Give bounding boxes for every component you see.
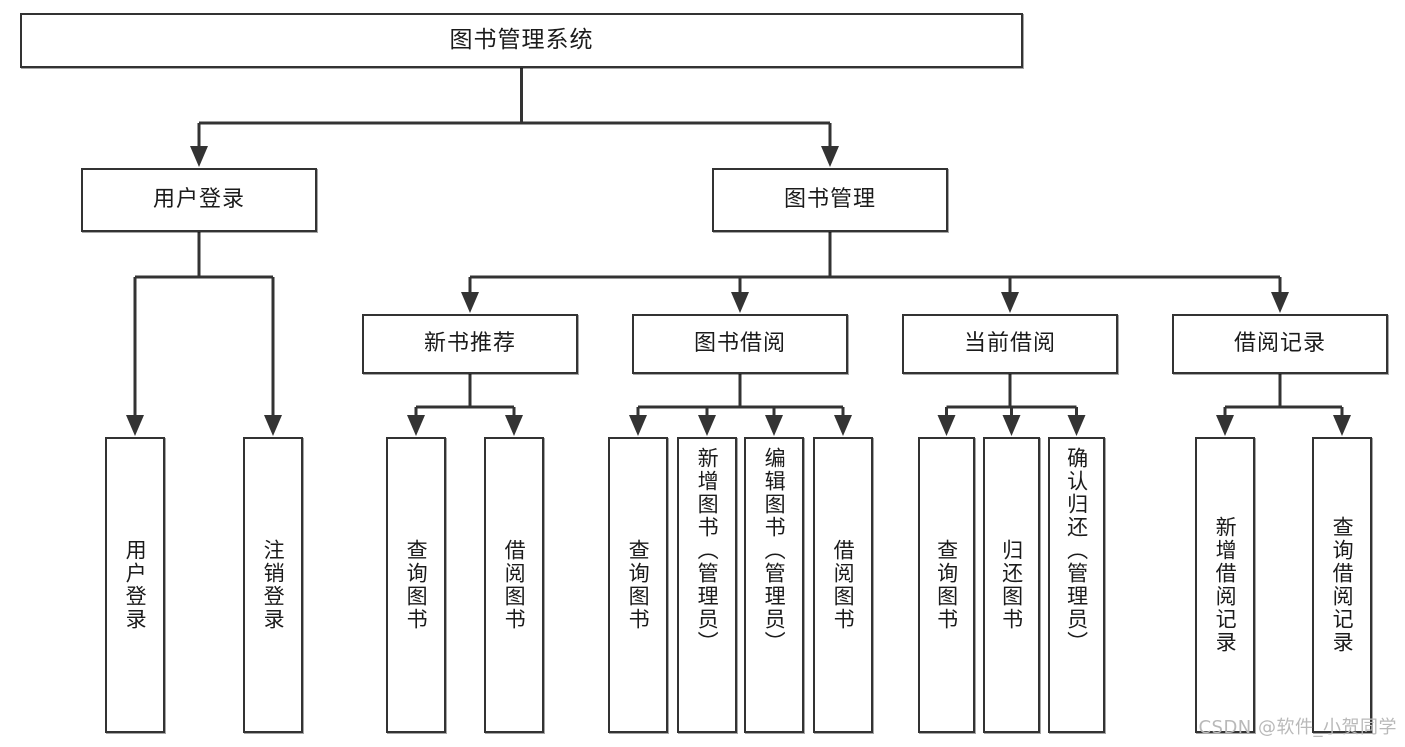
node-leaf-add-book[interactable]: 新增图书（管理员） bbox=[677, 437, 737, 733]
node-label: 查询图书 bbox=[934, 539, 959, 631]
arrowhead bbox=[461, 292, 479, 313]
arrowhead bbox=[1216, 415, 1234, 436]
arrowhead bbox=[1333, 415, 1351, 436]
node-leaf-edit-book[interactable]: 编辑图书（管理员） bbox=[744, 437, 804, 733]
watermark: CSDN @软件_小贺同学 bbox=[1198, 717, 1397, 738]
node-leaf-user-logout[interactable]: 注销登录 bbox=[243, 437, 303, 733]
node-book-borrow[interactable]: 图书借阅 bbox=[632, 314, 848, 374]
node-leaf-confirm-return[interactable]: 确认归还（管理员） bbox=[1048, 437, 1105, 733]
node-borrow-record[interactable]: 借阅记录 bbox=[1172, 314, 1388, 374]
node-leaf-query-book-3[interactable]: 查询图书 bbox=[918, 437, 975, 733]
node-user-login[interactable]: 用户登录 bbox=[81, 168, 317, 232]
arrowhead bbox=[731, 292, 749, 313]
node-current-borrow[interactable]: 当前借阅 bbox=[902, 314, 1118, 374]
arrowhead bbox=[765, 415, 783, 436]
node-leaf-return-book[interactable]: 归还图书 bbox=[983, 437, 1040, 733]
node-label: 查询借阅记录 bbox=[1330, 516, 1355, 654]
arrowhead bbox=[937, 415, 956, 436]
node-leaf-borrow-book-1[interactable]: 借阅图书 bbox=[484, 437, 544, 733]
arrowhead bbox=[1001, 292, 1019, 313]
node-label: 编辑图书（管理员） bbox=[762, 447, 787, 654]
node-label: 新增图书（管理员） bbox=[695, 447, 720, 654]
node-label: 借阅图书 bbox=[502, 539, 527, 631]
node-book-manage[interactable]: 图书管理 bbox=[712, 168, 948, 232]
node-root[interactable]: 图书管理系统 bbox=[20, 13, 1023, 68]
node-label: 新增借阅记录 bbox=[1213, 516, 1238, 654]
node-leaf-add-record[interactable]: 新增借阅记录 bbox=[1195, 437, 1255, 733]
node-leaf-query-book-2[interactable]: 查询图书 bbox=[608, 437, 668, 733]
node-label: 确认归还（管理员） bbox=[1064, 447, 1089, 654]
node-leaf-query-book-1[interactable]: 查询图书 bbox=[386, 437, 446, 733]
node-label: 查询图书 bbox=[404, 539, 429, 631]
arrowhead bbox=[629, 415, 647, 436]
arrowhead bbox=[1271, 292, 1289, 313]
arrowhead bbox=[1002, 415, 1021, 436]
arrowhead bbox=[126, 415, 144, 436]
node-leaf-borrow-book-2[interactable]: 借阅图书 bbox=[813, 437, 873, 733]
arrowhead bbox=[505, 415, 523, 436]
arrowhead bbox=[264, 415, 282, 436]
arrowhead bbox=[834, 415, 852, 436]
node-leaf-user-login[interactable]: 用户登录 bbox=[105, 437, 165, 733]
arrowhead bbox=[1067, 415, 1086, 436]
arrowhead bbox=[407, 415, 425, 436]
node-label: 注销登录 bbox=[261, 539, 286, 631]
node-label: 查询图书 bbox=[626, 539, 651, 631]
arrowhead bbox=[821, 146, 839, 167]
node-label: 借阅图书 bbox=[831, 539, 856, 631]
arrowhead bbox=[190, 146, 208, 167]
node-leaf-query-record[interactable]: 查询借阅记录 bbox=[1312, 437, 1372, 733]
node-label: 归还图书 bbox=[999, 539, 1024, 631]
node-new-book-rec[interactable]: 新书推荐 bbox=[362, 314, 578, 374]
node-label: 用户登录 bbox=[123, 539, 148, 631]
arrowhead bbox=[698, 415, 716, 436]
